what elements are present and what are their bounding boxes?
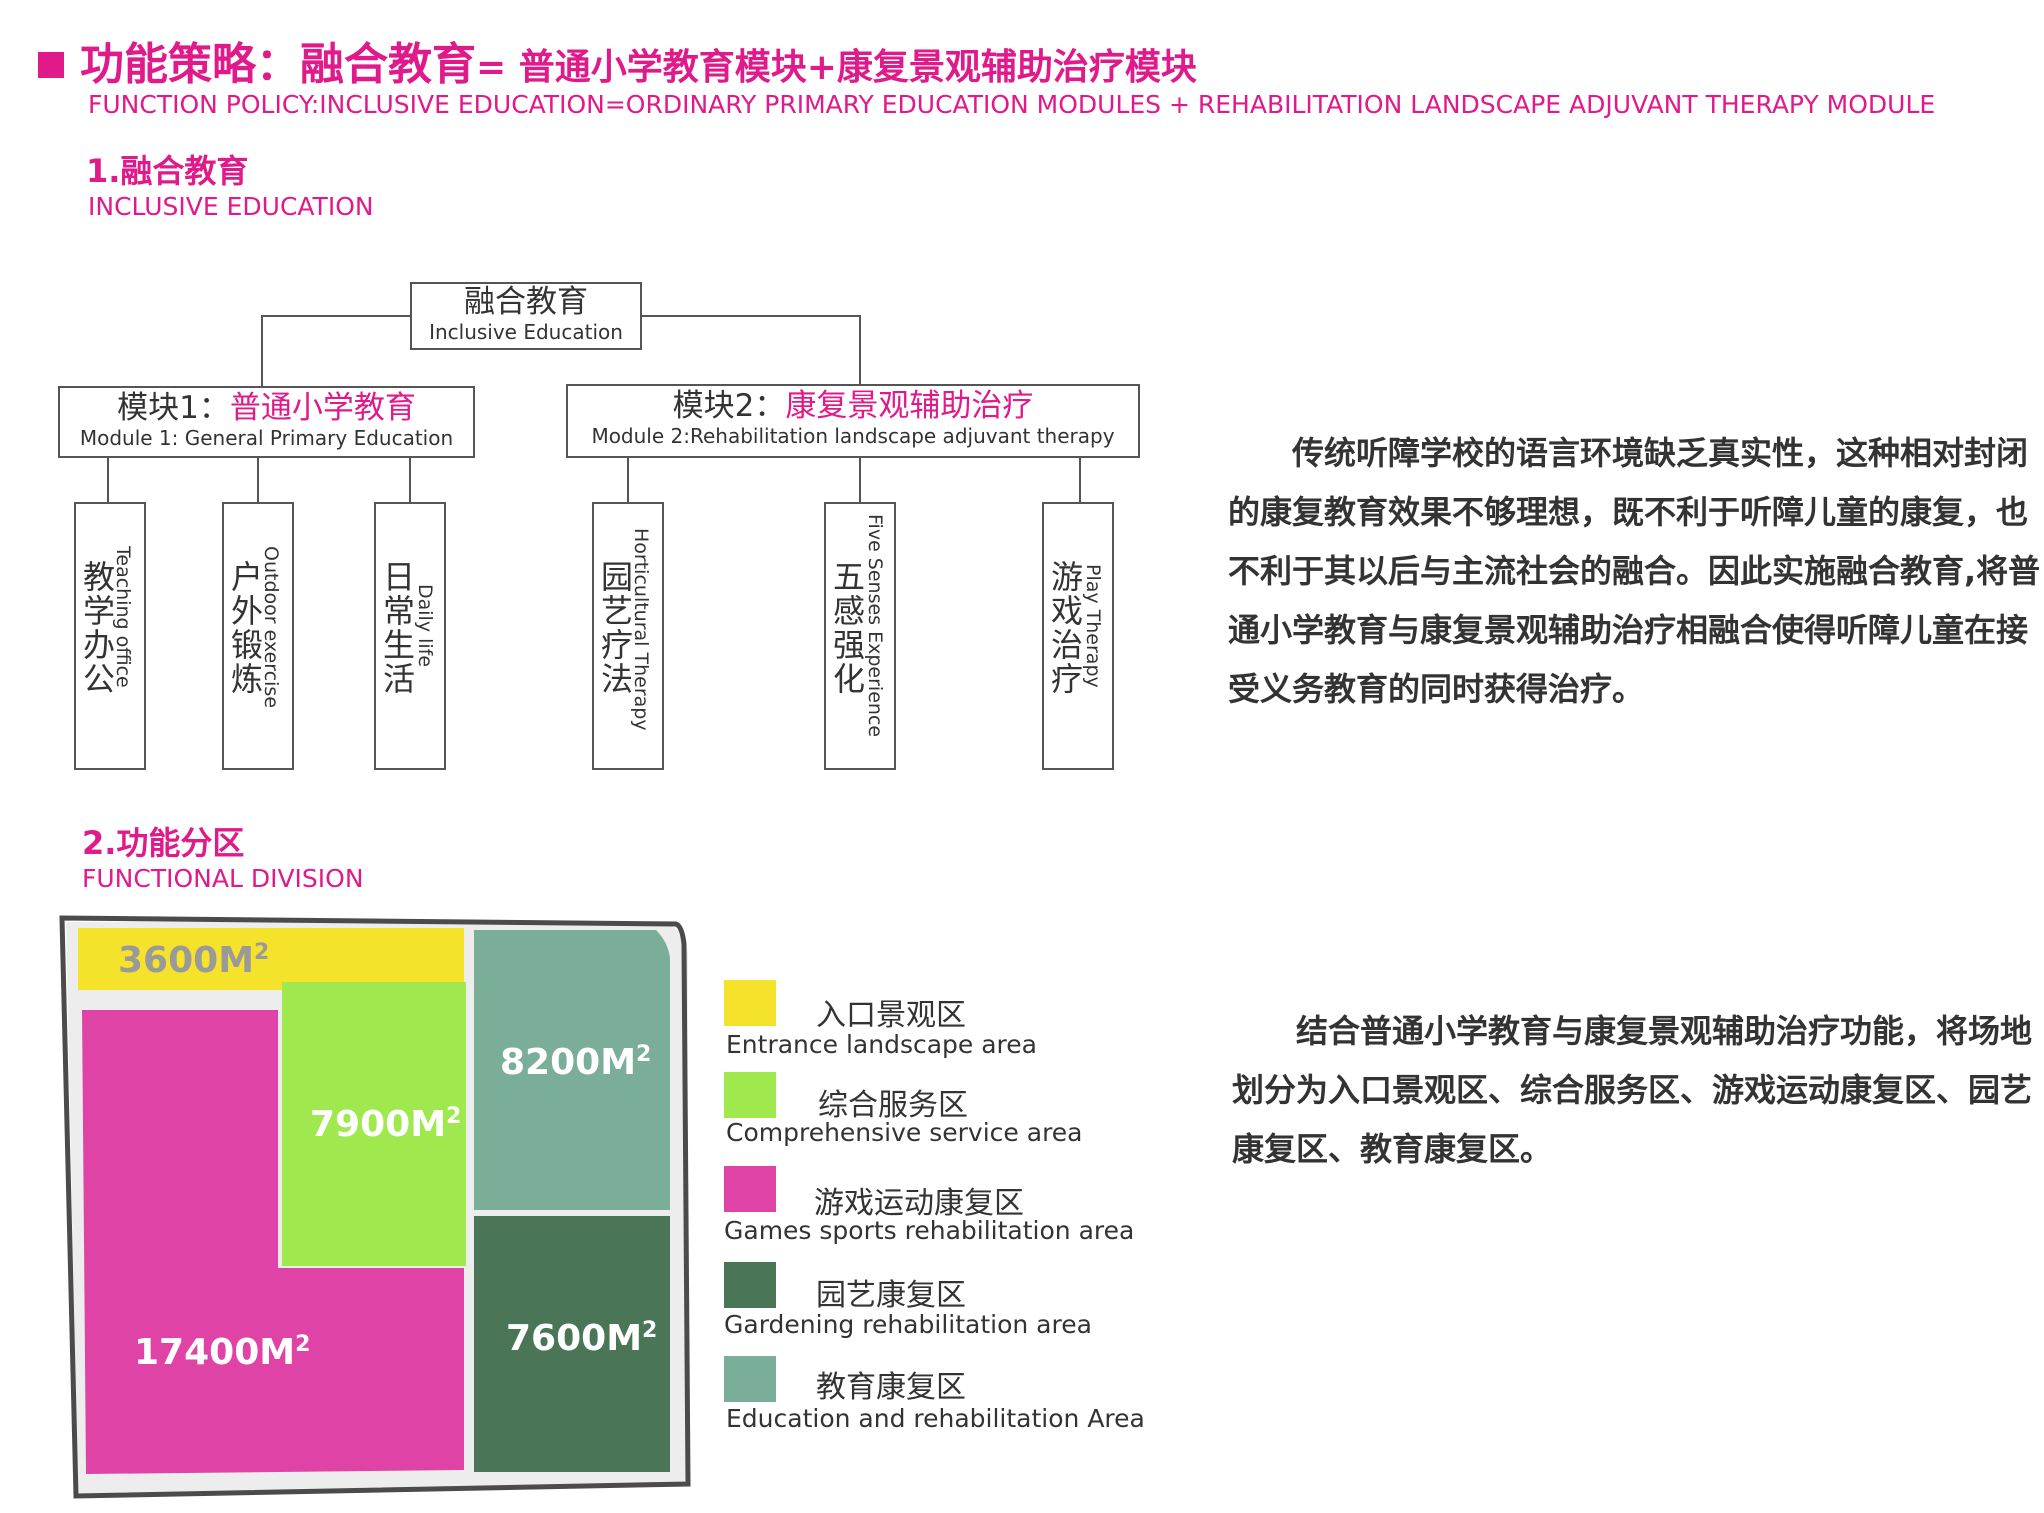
area-entrance-value: 3600M — [118, 940, 255, 981]
paragraph-functional-division: 结合普通小学教育与康复景观辅助治疗功能，将场地划分为入口景观区、综合服务区、游戏… — [1232, 1012, 2033, 1168]
title-square-icon — [38, 52, 64, 78]
leaf-horticultural-therapy: Horticultural Therapy 园艺疗法 — [592, 502, 664, 770]
leaf-5-en: Five Senses Experience — [864, 514, 886, 738]
leaf-1-cn: 教学办公 — [78, 560, 116, 696]
leaf-outdoor-exercise: Outdoor exercise 户外锻炼 — [222, 502, 294, 770]
leaf-4-cn: 园艺疗法 — [596, 560, 634, 696]
tree-connectors — [107, 315, 1081, 502]
title-rest-text: = 普通小学教育模块+康复景观辅助治疗模块 — [476, 47, 1197, 88]
zone-entrance — [78, 928, 464, 990]
area-service-sup: 2 — [446, 1104, 462, 1129]
leaf-3-cn: 日常生活 — [378, 560, 416, 696]
area-label-games: 17400M2 — [134, 1332, 310, 1373]
leaf-5-cn: 五感强化 — [828, 560, 866, 696]
legend-swatch-education — [724, 1356, 776, 1402]
section1-subtitle: INCLUSIVE EDUCATION — [88, 192, 374, 221]
section2-subtitle: FUNCTIONAL DIVISION — [82, 864, 364, 893]
leaf-five-senses: Five Senses Experience 五感强化 — [824, 502, 896, 770]
tree-root-node: 融合教育 Inclusive Education — [410, 282, 642, 350]
area-service-value: 7900M — [310, 1104, 447, 1145]
area-education-value: 8200M — [500, 1042, 637, 1083]
module1-highlight: 普通小学教育 — [229, 390, 416, 426]
area-label-education: 8200M2 — [500, 1042, 651, 1083]
module1-node: 模块1：普通小学教育 Module 1: General Primary Edu… — [58, 386, 475, 458]
module2-prefix: 模块2： — [672, 388, 786, 424]
section1-title: 1.融合教育 — [86, 152, 249, 190]
connector-root-module2 — [642, 315, 861, 386]
leaf-6-en: Play Therapy — [1082, 564, 1104, 688]
leaf-1-en: Teaching office — [112, 546, 134, 688]
leaf-teaching-office: Teaching office 教学办公 — [74, 502, 146, 770]
legend-cn-games: 游戏运动康复区 — [814, 1186, 1024, 1221]
area-games-sup: 2 — [295, 1332, 311, 1357]
site-plan — [59, 915, 691, 1499]
connector-root-module1 — [261, 315, 410, 386]
legend-en-education: Education and rehabilitation Area — [726, 1404, 1145, 1433]
area-gardening-value: 7600M — [506, 1318, 643, 1359]
leaf-2-en: Outdoor exercise — [260, 546, 282, 709]
legend-en-entrance: Entrance landscape area — [726, 1030, 1037, 1059]
module1-en: Module 1: General Primary Education — [79, 426, 454, 450]
zone-service — [282, 982, 466, 1266]
section2-title: 2.功能分区 — [82, 824, 245, 862]
area-games-value: 17400M — [134, 1332, 296, 1373]
leaf-6-cn: 游戏治疗 — [1046, 560, 1084, 696]
area-label-entrance: 3600M2 — [118, 940, 269, 981]
legend-cn-gardening: 园艺康复区 — [816, 1278, 966, 1313]
root-en: Inclusive Education — [429, 320, 623, 344]
leaf-4-en: Horticultural Therapy — [630, 528, 652, 731]
zone-games — [82, 1010, 464, 1474]
leaf-play-therapy: Play Therapy 游戏治疗 — [1042, 502, 1114, 770]
site-boundary — [59, 915, 691, 1499]
paragraph-inclusive-education: 传统听障学校的语言环境缺乏真实性，这种相对封闭的康复教育效果不够理想，既不利于听… — [1228, 434, 2041, 708]
area-label-service: 7900M2 — [310, 1104, 461, 1145]
title-main-text: 功能策略：融合教育 — [80, 39, 476, 90]
legend-swatch-entrance — [724, 980, 776, 1026]
legend-en-service: Comprehensive service area — [726, 1118, 1083, 1147]
area-gardening-sup: 2 — [642, 1318, 658, 1343]
legend-swatch-games — [724, 1166, 776, 1212]
page-title: 功能策略：融合教育= 普通小学教育模块+康复景观辅助治疗模块 — [80, 28, 1197, 92]
legend-en-gardening: Gardening rehabilitation area — [724, 1310, 1092, 1339]
area-education-sup: 2 — [636, 1042, 652, 1067]
legend-swatch-gardening — [724, 1262, 776, 1308]
legend-en-games: Games sports rehabilitation area — [724, 1216, 1135, 1245]
legend-cn-service: 综合服务区 — [818, 1088, 968, 1123]
zone-gardening — [474, 1216, 670, 1472]
module2-node: 模块2：康复景观辅助治疗 Module 2:Rehabilitation lan… — [566, 384, 1140, 458]
leaf-2-cn: 户外锻炼 — [226, 560, 264, 696]
legend-cn-entrance: 入口景观区 — [816, 998, 966, 1033]
module2-en: Module 2:Rehabilitation landscape adjuva… — [591, 424, 1115, 448]
root-cn: 融合教育 — [464, 284, 588, 320]
leaf-3-en: Daily life — [414, 584, 436, 668]
area-label-gardening: 7600M2 — [506, 1318, 657, 1359]
leaf-daily-life: Daily life 日常生活 — [374, 502, 446, 770]
zone-education — [474, 930, 670, 1210]
legend-cn-education: 教育康复区 — [816, 1370, 966, 1405]
area-entrance-sup: 2 — [254, 940, 270, 965]
page-subtitle-en: FUNCTION POLICY:INCLUSIVE EDUCATION=ORDI… — [88, 90, 1936, 119]
legend-swatch-service — [724, 1072, 776, 1118]
module1-prefix: 模块1： — [117, 390, 230, 426]
module2-highlight: 康复景观辅助治疗 — [785, 388, 1034, 424]
